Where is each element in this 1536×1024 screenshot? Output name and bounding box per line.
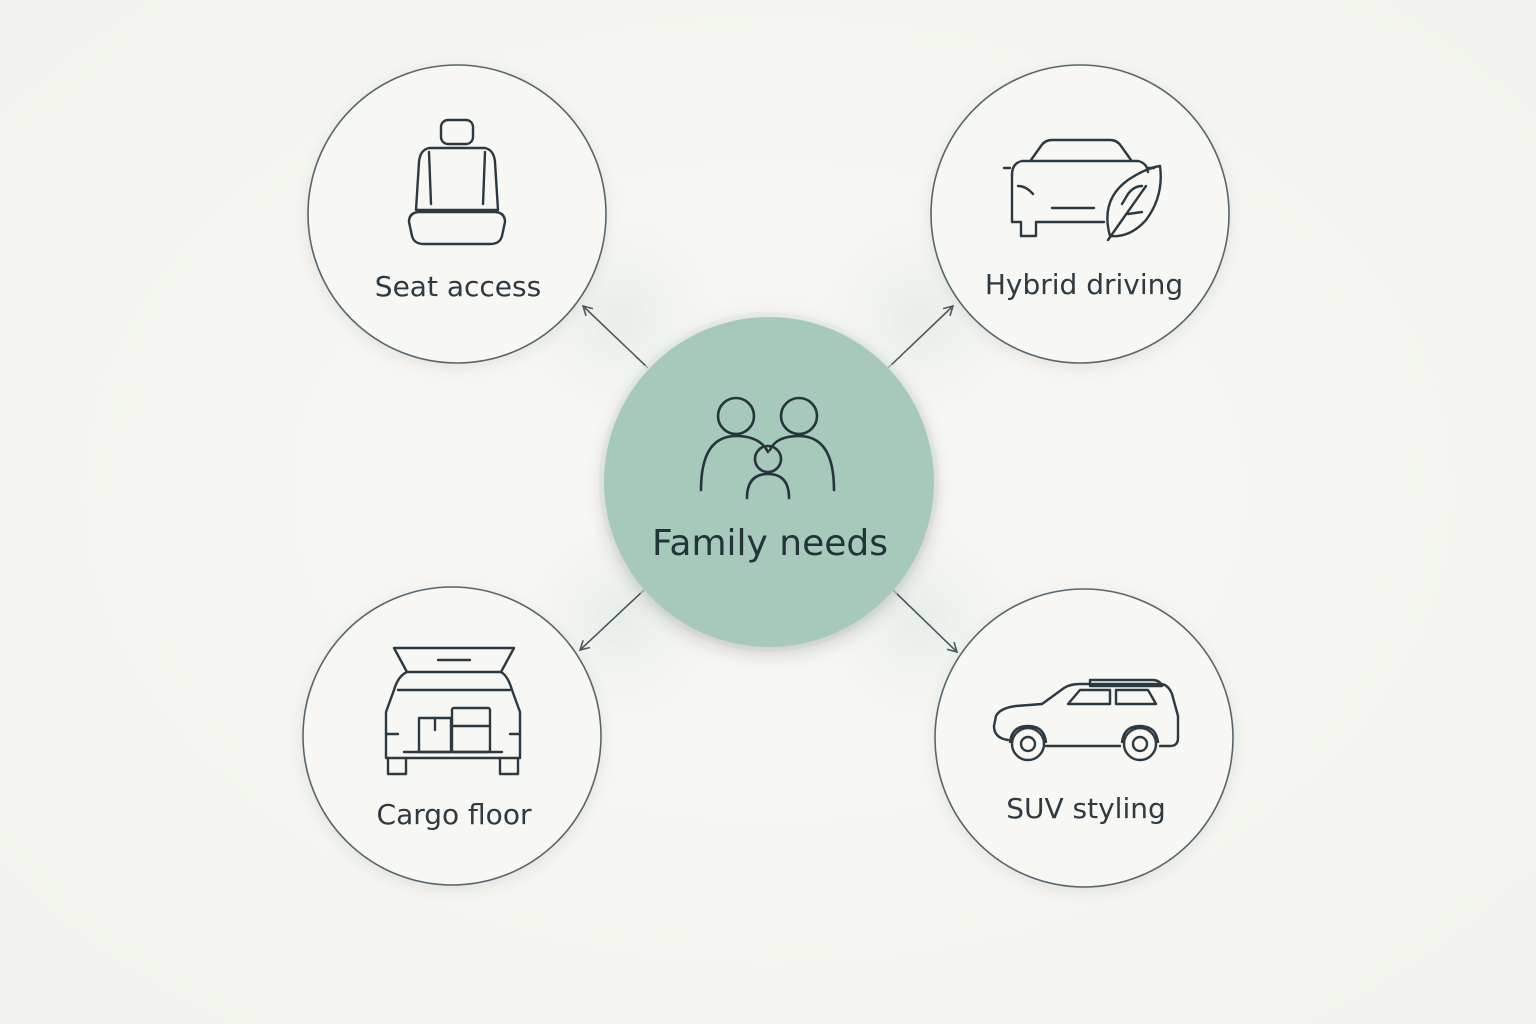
node-label-cargo: Cargo floor	[377, 798, 532, 831]
connectors	[578, 304, 959, 654]
connector-suv	[892, 589, 959, 654]
connector-cargo	[578, 589, 645, 652]
open-trunk-icon	[384, 646, 522, 776]
node-hybrid-driving[interactable]: Hybrid driving	[930, 64, 1230, 364]
connector-hybrid	[887, 304, 955, 369]
connector-seat	[581, 304, 649, 369]
node-cargo-floor[interactable]: Cargo floor	[302, 586, 602, 886]
node-label-seat: Seat access	[375, 270, 541, 303]
suv-icon	[992, 678, 1180, 762]
node-label-hybrid: Hybrid driving	[985, 268, 1183, 301]
car-leaf-icon	[1002, 138, 1162, 242]
node-label-suv: SUV styling	[1006, 792, 1166, 825]
center-node[interactable]: Family needs	[599, 312, 939, 652]
node-suv-styling[interactable]: SUV styling	[934, 588, 1234, 888]
node-seat-access[interactable]: Seat access	[307, 64, 607, 364]
family-icon	[699, 396, 836, 500]
center-label: Family needs	[652, 523, 888, 564]
car-seat-icon	[407, 118, 507, 246]
